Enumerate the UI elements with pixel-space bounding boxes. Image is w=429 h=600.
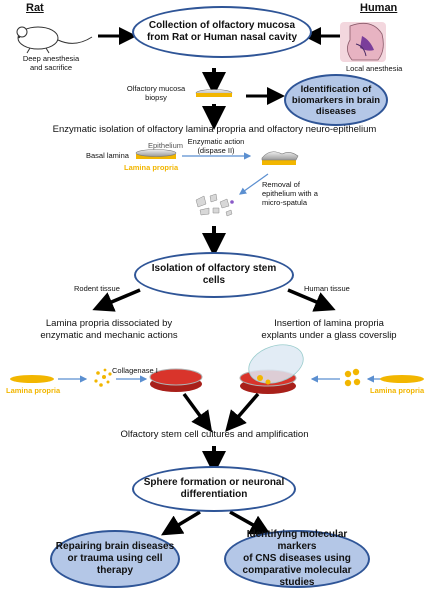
rodent-tissue-label: Rodent tissue: [74, 284, 120, 293]
epithelium-fragments: [195, 193, 234, 217]
peeled-dish: [261, 151, 299, 165]
petri-dish-left: [149, 368, 203, 392]
basal-lamina-label: Basal lamina: [86, 151, 129, 160]
cultures-label: Olfactory stem cell cultures and amplifi…: [120, 429, 309, 440]
human-tissue-label: Human tissue: [304, 284, 350, 293]
lamina-propria-label: Lamina propria: [124, 163, 179, 172]
lamina-propria-left-label: Lamina propria: [6, 386, 61, 395]
lamina-propria-right-label: Lamina propria: [370, 386, 425, 395]
enzymatic-isolation-label: Enzymatic isolation of olfactory lamina …: [52, 124, 377, 135]
rat-icon: [16, 26, 93, 54]
biopsy-dish: [195, 89, 233, 97]
petri-dish-right: [239, 344, 304, 394]
lamina-propria-sample-right: [380, 375, 424, 383]
human-head-icon: [340, 22, 386, 62]
lamina-propria-sample-left: [10, 375, 54, 383]
rat-title: Rat: [26, 2, 44, 14]
epithelium-label: Epithelium: [148, 141, 184, 150]
layer-dish: [135, 149, 177, 159]
human-caption: Local anesthesia: [346, 64, 403, 73]
dissociated-cells: [94, 368, 112, 387]
human-title: Human: [360, 2, 398, 14]
collagenase-label: Collagenase I: [112, 366, 158, 375]
enzymatic-action-label: Enzymatic action(dispase II): [187, 137, 245, 155]
explant-pieces: [344, 368, 361, 387]
